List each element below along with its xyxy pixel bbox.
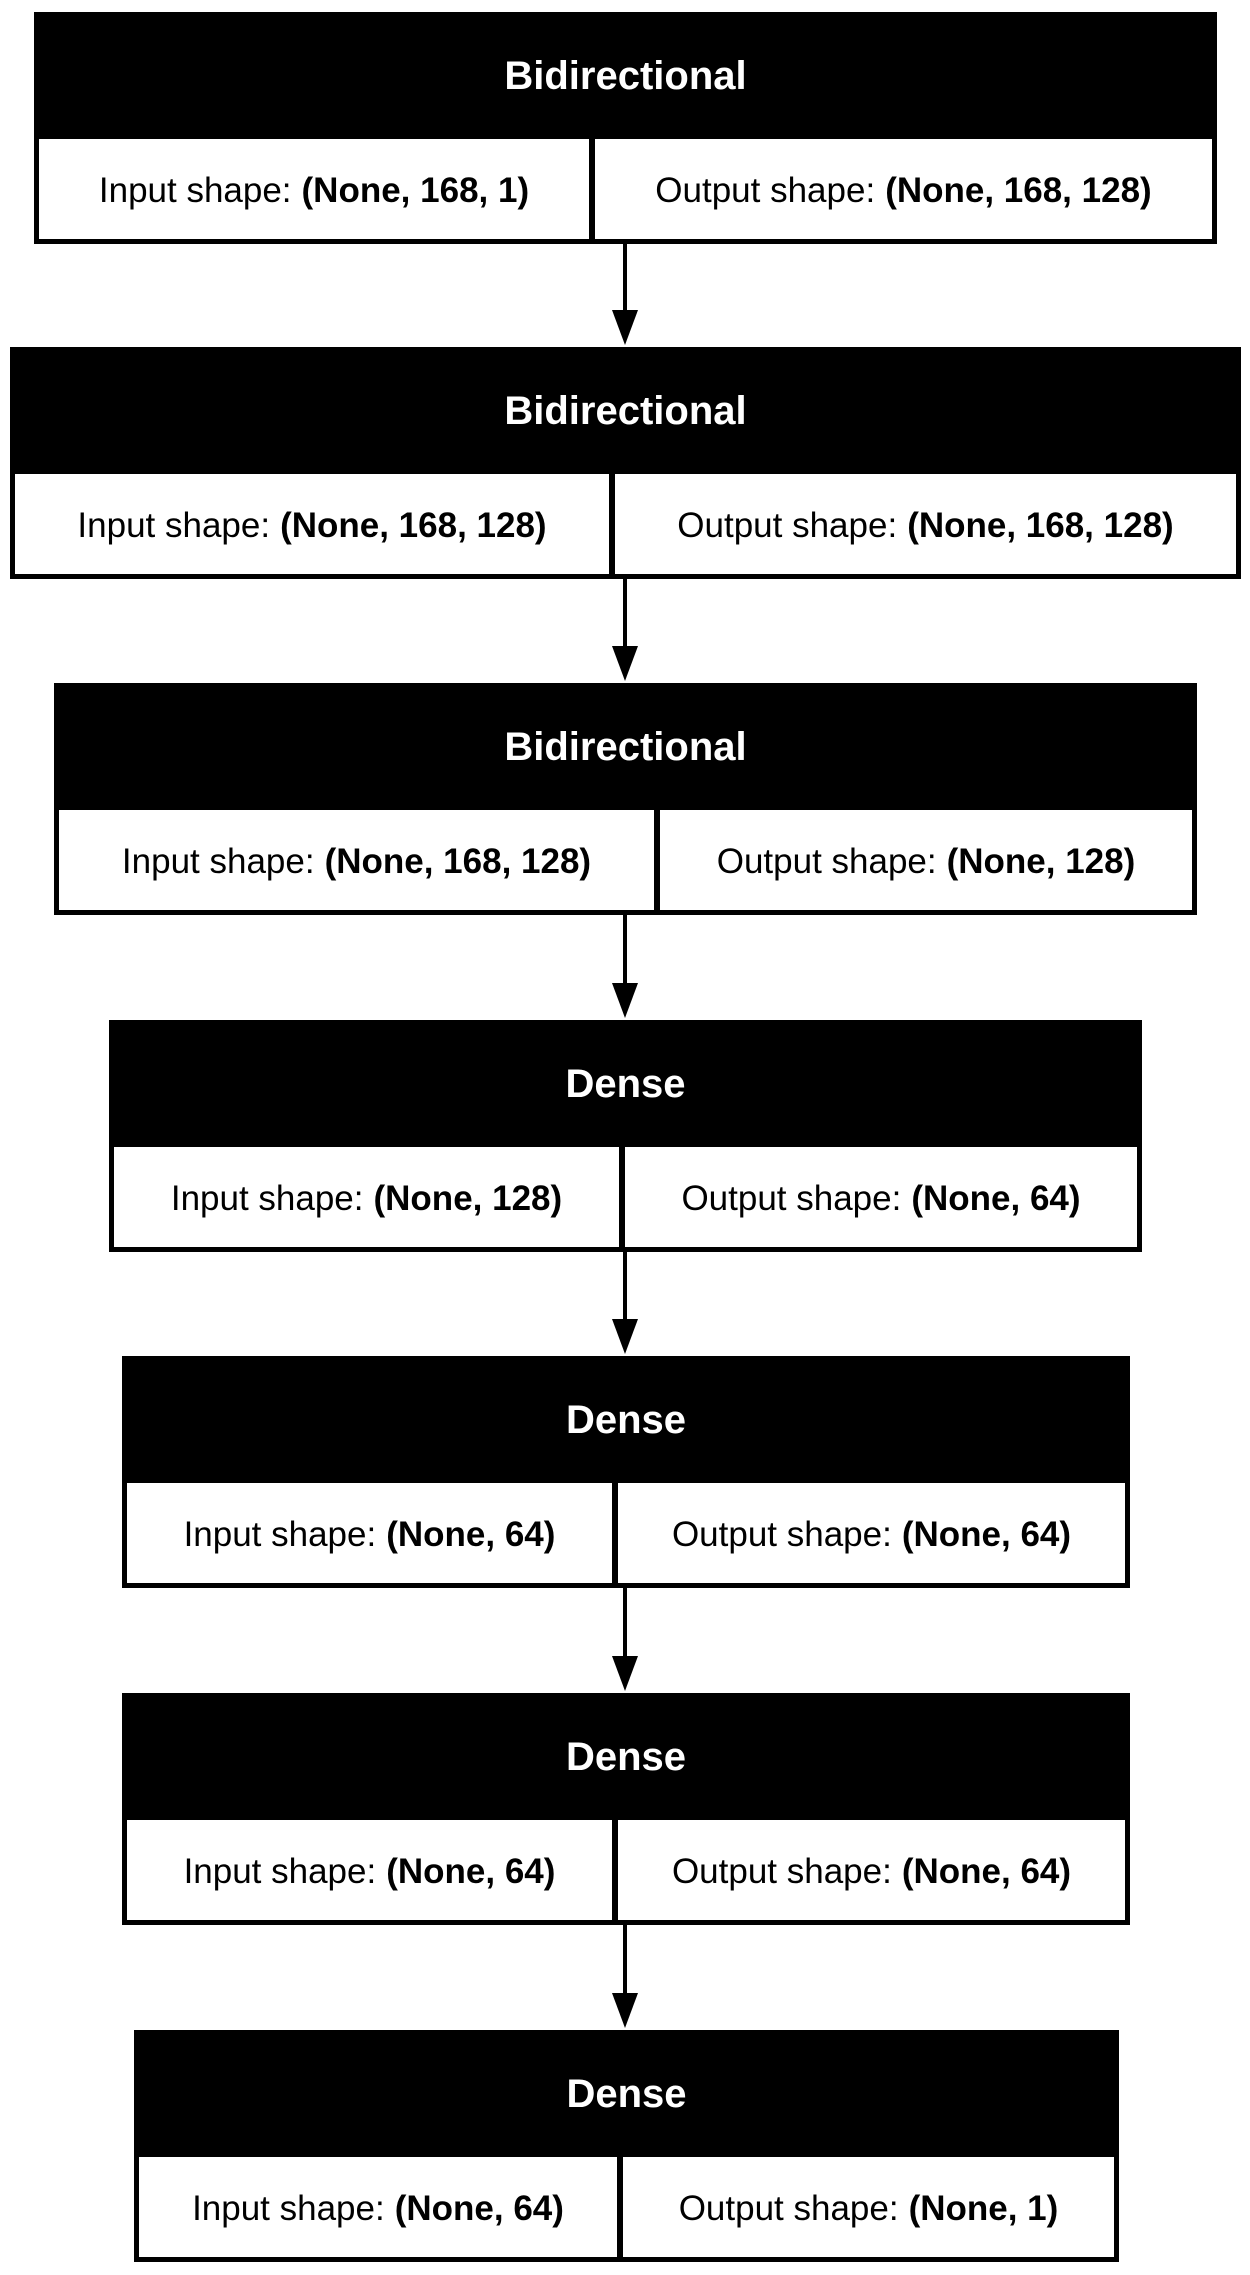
layer-node: Dense Input shape:(None, 128) Output sha…	[109, 1020, 1142, 1252]
input-shape-value: (None, 64)	[386, 1851, 556, 1891]
input-shape-label: Input shape:	[170, 1178, 364, 1218]
output-shape-cell: Output shape:(None, 64)	[625, 1147, 1137, 1249]
output-shape-value: (None, 64)	[901, 1851, 1072, 1891]
input-shape-cell: Input shape:(None, 168, 128)	[15, 474, 615, 576]
output-shape-value: (None, 168, 128)	[907, 505, 1174, 545]
layer-node: Bidirectional Input shape:(None, 168, 1)…	[34, 12, 1217, 244]
input-shape-value: (None, 64)	[386, 1514, 556, 1554]
layer-type: Bidirectional	[59, 688, 1192, 806]
output-shape-cell: Output shape:(None, 1)	[623, 2157, 1114, 2259]
input-shape-cell: Input shape:(None, 168, 1)	[39, 139, 595, 241]
layer-shapes: Input shape:(None, 168, 128) Output shap…	[15, 470, 1236, 576]
input-shape-label: Input shape:	[192, 2188, 385, 2228]
input-shape-value: (None, 168, 1)	[301, 170, 530, 210]
input-shape-value: (None, 168, 128)	[324, 841, 592, 881]
input-shape-cell: Input shape:(None, 168, 128)	[59, 810, 660, 912]
layer-shapes: Input shape:(None, 64) Output shape:(Non…	[127, 1816, 1125, 1922]
input-shape-cell: Input shape:(None, 64)	[139, 2157, 623, 2259]
output-shape-label: Output shape:	[671, 1851, 892, 1891]
input-shape-label: Input shape:	[77, 505, 271, 545]
output-shape-cell: Output shape:(None, 168, 128)	[615, 474, 1236, 576]
output-shape-value: (None, 64)	[911, 1178, 1081, 1218]
output-shape-cell: Output shape:(None, 64)	[618, 1483, 1125, 1585]
layer-type: Bidirectional	[39, 17, 1212, 135]
arrow-head	[612, 310, 638, 345]
output-shape-label: Output shape:	[681, 1178, 902, 1218]
layer-type: Dense	[127, 1698, 1125, 1816]
input-shape-label: Input shape:	[121, 841, 315, 881]
output-shape-cell: Output shape:(None, 168, 128)	[595, 139, 1212, 241]
input-shape-label: Input shape:	[183, 1514, 377, 1554]
output-shape-label: Output shape:	[671, 1514, 892, 1554]
input-shape-cell: Input shape:(None, 128)	[114, 1147, 625, 1249]
layer-shapes: Input shape:(None, 168, 128) Output shap…	[59, 806, 1192, 912]
layer-node: Bidirectional Input shape:(None, 168, 12…	[10, 347, 1241, 579]
output-shape-label: Output shape:	[677, 505, 898, 545]
output-shape-cell: Output shape:(None, 64)	[618, 1820, 1125, 1922]
layer-type: Bidirectional	[15, 352, 1236, 470]
input-shape-label: Input shape:	[98, 170, 292, 210]
layer-type: Dense	[114, 1025, 1137, 1143]
arrow-head	[612, 1993, 638, 2028]
arrow-head	[612, 646, 638, 681]
output-shape-cell: Output shape:(None, 128)	[660, 810, 1192, 912]
output-shape-label: Output shape:	[678, 2188, 899, 2228]
layer-node: Dense Input shape:(None, 64) Output shap…	[122, 1356, 1130, 1588]
arrow-head	[612, 1656, 638, 1691]
input-shape-cell: Input shape:(None, 64)	[127, 1483, 618, 1585]
output-shape-label: Output shape:	[716, 841, 937, 881]
layer-node: Bidirectional Input shape:(None, 168, 12…	[54, 683, 1197, 915]
output-shape-value: (None, 168, 128)	[885, 170, 1152, 210]
output-shape-value: (None, 64)	[901, 1514, 1072, 1554]
input-shape-value: (None, 128)	[373, 1178, 563, 1218]
layer-shapes: Input shape:(None, 64) Output shape:(Non…	[139, 2153, 1114, 2259]
layer-shapes: Input shape:(None, 128) Output shape:(No…	[114, 1143, 1137, 1249]
layer-type: Dense	[127, 1361, 1125, 1479]
layer-type: Dense	[139, 2035, 1114, 2153]
arrow-head	[612, 1319, 638, 1354]
arrow-head	[612, 983, 638, 1018]
input-shape-value: (None, 168, 128)	[280, 505, 547, 545]
output-shape-label: Output shape:	[655, 170, 876, 210]
layer-shapes: Input shape:(None, 64) Output shape:(Non…	[127, 1479, 1125, 1585]
output-shape-value: (None, 128)	[946, 841, 1136, 881]
input-shape-cell: Input shape:(None, 64)	[127, 1820, 618, 1922]
output-shape-value: (None, 1)	[908, 2188, 1059, 2228]
layer-shapes: Input shape:(None, 168, 1) Output shape:…	[39, 135, 1212, 241]
input-shape-label: Input shape:	[183, 1851, 377, 1891]
input-shape-value: (None, 64)	[394, 2188, 564, 2228]
layer-node: Dense Input shape:(None, 64) Output shap…	[122, 1693, 1130, 1925]
layer-node: Dense Input shape:(None, 64) Output shap…	[134, 2030, 1119, 2262]
